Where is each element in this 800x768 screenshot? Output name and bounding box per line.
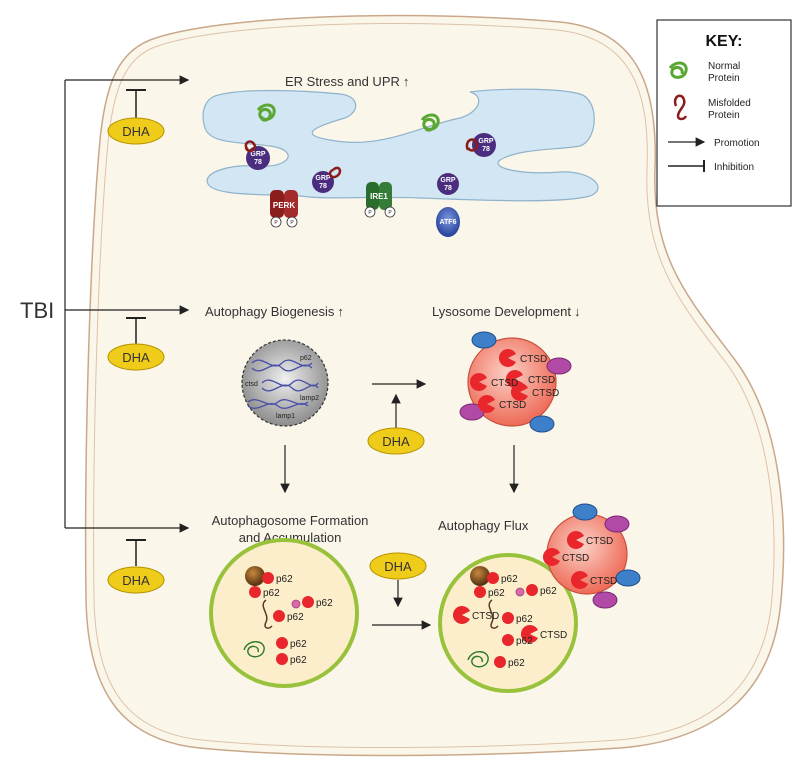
legend-key: KEY: Normal Protein Misfolded Protein Pr…: [656, 19, 792, 207]
key-normal-line2: Protein: [708, 73, 740, 84]
p62-label: p62: [290, 639, 307, 650]
grp-label: GRP: [250, 151, 266, 158]
dha-inhibitor-er: DHA: [107, 89, 165, 145]
autophagy-flux-title: Autophagy Flux: [438, 518, 529, 533]
phospho-label: P: [368, 210, 372, 216]
ire1-receptor: IRE1 P P: [364, 182, 396, 218]
autolysosome: p62 p62 p62 CTSD p62 CTSD p62 p62: [438, 553, 578, 693]
autophagosome-title-line1: Autophagosome Formation: [212, 513, 369, 528]
gene-label: lamp1: [276, 413, 295, 420]
ctsd-label: CTSD: [520, 354, 547, 365]
ctsd-label: CTSD: [590, 576, 617, 587]
grp-number: 78: [254, 159, 262, 166]
ctsd-label: CTSD: [540, 630, 567, 641]
dha-label: DHA: [122, 124, 150, 139]
phospho-label: P: [290, 220, 294, 226]
p62-label: p62: [263, 588, 280, 599]
grp-number: 78: [319, 183, 327, 190]
perk-receptor: PERK P P: [270, 190, 298, 228]
ctsd-label: CTSD: [586, 536, 613, 547]
gene-label: p62: [300, 355, 312, 362]
perk-label: PERK: [273, 201, 295, 210]
normal-protein-icon: [256, 103, 276, 122]
key-misfolded-line2: Protein: [708, 110, 740, 121]
p62-label: p62: [501, 574, 518, 585]
ire1-label: IRE1: [370, 192, 388, 201]
ctsd-label: CTSD: [532, 388, 559, 399]
key-promotion: Promotion: [714, 138, 760, 149]
p62-label: p62: [508, 658, 525, 669]
dha-promoter-flux: DHA: [369, 552, 427, 580]
ctsd-label: CTSD: [562, 553, 589, 564]
key-title: KEY:: [705, 33, 742, 50]
dha-inhibitor-biogenesis: DHA: [107, 317, 165, 371]
p62-label: p62: [290, 655, 307, 666]
misfolded-protein-icon: [673, 94, 688, 121]
ctsd-label: CTSD: [472, 611, 499, 622]
lysosome-development-title: Lysosome Development↓: [432, 304, 580, 319]
grp-label: GRP: [315, 175, 331, 182]
dha-label: DHA: [382, 434, 410, 449]
phospho-label: P: [388, 210, 392, 216]
er-stress-title: ER Stress and UPR↑: [285, 74, 409, 89]
dha-promoter-lysosome: DHA: [367, 427, 425, 455]
grp78-chaperone: GRP 78: [437, 173, 459, 195]
grp-number: 78: [444, 185, 452, 192]
grp-label: GRP: [478, 138, 494, 145]
tbi-arrows: [64, 75, 190, 533]
grp-label: GRP: [440, 177, 456, 184]
dha-inhibitor-autophagosome: DHA: [107, 539, 165, 594]
grp-number: 78: [482, 146, 490, 153]
grp78-chaperone: GRP 78: [465, 133, 496, 157]
key-normal-line1: Normal: [708, 61, 740, 72]
p62-label: p62: [276, 574, 293, 585]
grp78-chaperone: GRP 78: [244, 140, 270, 170]
dha-label: DHA: [384, 559, 412, 574]
nucleus: p62 ctsd lamp2 lamp1: [241, 339, 329, 427]
misfolded-protein-icon: [465, 138, 479, 152]
p62-label: p62: [488, 588, 505, 599]
atf6-receptor: ATF6: [436, 207, 460, 237]
normal-protein-icon: [420, 113, 440, 132]
dha-label: DHA: [122, 350, 150, 365]
normal-protein-icon: [668, 61, 688, 79]
p62-label: p62: [287, 612, 304, 623]
misfolded-protein-icon: [244, 140, 257, 153]
autophagosome: p62 p62 p62 p62 p62 p62: [209, 538, 359, 688]
lysosome: CTSD CTSD CTSD CTSD CTSD: [459, 331, 572, 433]
tbi-label: TBI: [20, 298, 54, 323]
grp78-chaperone: GRP 78: [312, 166, 342, 193]
key-inhibition: Inhibition: [714, 162, 754, 173]
misfolded-protein-icon: [328, 166, 342, 179]
phospho-label: P: [274, 220, 278, 226]
dha-label: DHA: [122, 573, 150, 588]
pathway-arrows: [280, 379, 519, 630]
atf6-label: ATF6: [440, 219, 457, 226]
p62-label: p62: [516, 636, 533, 647]
p62-label: p62: [540, 586, 557, 597]
gene-label: lamp2: [300, 395, 319, 402]
fusing-lysosome: CTSD CTSD CTSD: [542, 503, 641, 609]
autophagy-biogenesis-title: Autophagy Biogenesis↑: [205, 304, 344, 319]
ctsd-label: CTSD: [528, 375, 555, 386]
ctsd-label: CTSD: [491, 378, 518, 389]
key-misfolded-line1: Misfolded: [708, 98, 751, 109]
ctsd-label: CTSD: [499, 400, 526, 411]
p62-label: p62: [516, 614, 533, 625]
gene-label: ctsd: [245, 381, 258, 388]
p62-label: p62: [316, 598, 333, 609]
